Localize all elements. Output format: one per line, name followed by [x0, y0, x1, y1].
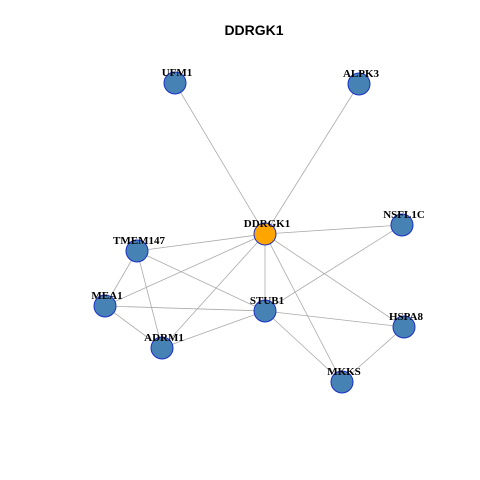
node-circle-adrm1 — [150, 336, 174, 360]
node-tmem147: TMEM147 — [113, 235, 165, 263]
edge-ddrgk1-mkks — [264, 233, 343, 383]
edge-hspa8-mkks — [341, 326, 405, 383]
edge-adrm1-stub1 — [161, 310, 266, 349]
node-ufm1: UFM1 — [162, 67, 193, 95]
edge-ddrgk1-mea1 — [104, 233, 266, 307]
node-label-adrm1: ADRM1 — [144, 332, 184, 344]
edge-ddrgk1-nsfl1c — [264, 224, 403, 235]
node-label-ddrgk1: DDRGK1 — [244, 218, 290, 230]
edges-layer — [104, 82, 405, 383]
node-label-mkks: MKKS — [327, 366, 361, 378]
node-circle-hspa8 — [392, 315, 416, 339]
node-adrm1: ADRM1 — [144, 332, 184, 360]
node-circle-alpk3 — [347, 72, 371, 96]
node-circle-tmem147 — [125, 239, 149, 263]
node-hspa8: HSPA8 — [389, 311, 424, 339]
edge-ddrgk1-tmem147 — [136, 233, 266, 252]
edge-stub1-nsfl1c — [264, 224, 403, 312]
figure-title: DDRGK1 — [224, 22, 283, 38]
edge-ddrgk1-hspa8 — [264, 233, 405, 328]
node-label-ufm1: UFM1 — [162, 67, 193, 79]
node-circle-nsfl1c — [390, 213, 414, 237]
edge-stub1-hspa8 — [264, 310, 405, 328]
node-label-tmem147: TMEM147 — [113, 235, 165, 247]
node-label-alpk3: ALPK3 — [343, 68, 380, 80]
node-circle-mea1 — [93, 294, 117, 318]
edge-ddrgk1-ufm1 — [174, 82, 266, 235]
node-nsfl1c: NSFL1C — [383, 209, 425, 237]
edge-mea1-stub1 — [104, 305, 266, 312]
edge-tmem147-adrm1 — [136, 250, 163, 349]
edge-ddrgk1-alpk3 — [264, 83, 360, 235]
node-circle-stub1 — [253, 299, 277, 323]
edge-ddrgk1-adrm1 — [161, 233, 266, 349]
node-ddrgk1: DDRGK1 — [244, 218, 290, 246]
edge-tmem147-stub1 — [136, 250, 266, 312]
node-circle-mkks — [330, 370, 354, 394]
edge-mea1-adrm1 — [104, 305, 163, 349]
node-circle-ufm1 — [163, 71, 187, 95]
node-alpk3: ALPK3 — [343, 68, 380, 96]
edge-stub1-mkks — [264, 310, 343, 383]
node-label-mea1: MEA1 — [91, 290, 122, 302]
node-stub1: STUB1 — [250, 295, 284, 323]
node-circle-ddrgk1 — [253, 222, 277, 246]
node-label-hspa8: HSPA8 — [389, 311, 424, 323]
node-mkks: MKKS — [327, 366, 361, 394]
node-label-nsfl1c: NSFL1C — [383, 209, 425, 221]
node-label-stub1: STUB1 — [250, 295, 284, 307]
node-mea1: MEA1 — [91, 290, 123, 318]
